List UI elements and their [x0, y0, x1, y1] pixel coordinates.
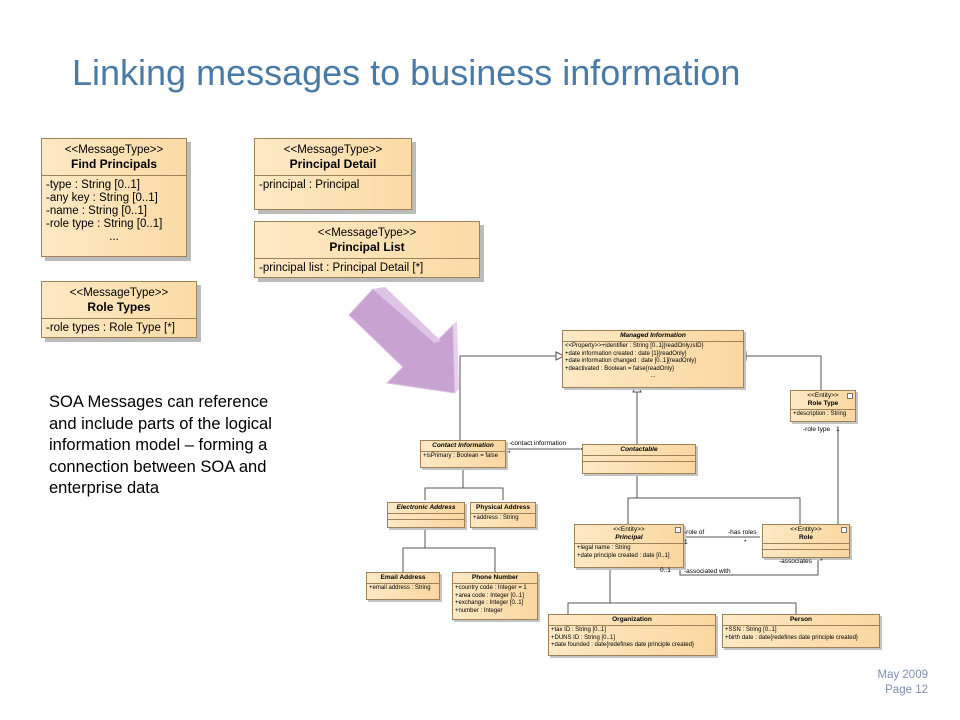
multiplicity-label: 1	[836, 426, 840, 433]
associated-with-label: -associated with	[684, 568, 731, 575]
more-ellipsis: ...	[109, 231, 119, 243]
stereotype: <<MessageType>>	[283, 144, 383, 156]
stereotype: <<Entity>>	[613, 526, 645, 533]
email-address-class: Email Address +email address : String	[366, 572, 440, 600]
electronic-address-class: Electronic Address	[387, 502, 465, 528]
class-name: Role	[798, 534, 814, 541]
role-type-assoc-label: -role type	[803, 426, 831, 433]
attribute: -role types : Role Type [*]	[46, 322, 175, 334]
attribute: +exchange : Integer [0..1]	[455, 600, 524, 606]
attribute: +email address : String	[369, 585, 431, 591]
role-type-class: <<Entity>> Role Type +description : Stri…	[790, 390, 856, 422]
class-name: Role Types	[87, 300, 151, 314]
attribute: +country code : Integer = 1	[455, 585, 527, 591]
class-name: Phone Number	[471, 574, 519, 581]
slide-title: Linking messages to business information	[72, 52, 741, 93]
multiplicity-label: *	[820, 558, 823, 565]
footer: May 2009 Page 12	[877, 668, 928, 698]
find-principals-class: <<MessageType>> Find Principals -type : …	[41, 138, 187, 257]
multiplicity-label: 0..1	[660, 567, 671, 574]
contact-information-assoc-label: -contact information	[509, 440, 567, 447]
more-ellipsis: ...	[650, 373, 656, 379]
organization-class: Organization +tax ID : String [0..1] +DU…	[548, 614, 716, 656]
attribute: +legal name : String	[577, 545, 631, 551]
stereotype: <<MessageType>>	[64, 144, 164, 156]
class-name: Managed Information	[620, 332, 686, 339]
attribute: -type : String [0..1]	[46, 179, 140, 191]
role-of-label: -role of	[684, 529, 705, 536]
attribute: +area code : Integer [0..1]	[455, 592, 524, 599]
class-name: Principal	[615, 534, 643, 541]
entity-icon	[841, 527, 847, 533]
contact-information-class: Contact Information +isPrimary : Boolean…	[420, 440, 506, 468]
phone-number-class: Phone Number +country code : Integer = 1…	[452, 572, 538, 620]
attribute: +number : Integer	[455, 607, 503, 614]
class-name: Email Address	[380, 574, 426, 581]
managed-information-class: Managed Information <<Property>>+identif…	[562, 330, 744, 388]
attribute: +birth date : date{redefines date princi…	[725, 634, 858, 641]
contactable-class: Contactable	[582, 444, 696, 474]
stereotype: <<Entity>>	[807, 392, 839, 399]
multiplicity-label: 1	[684, 539, 688, 546]
stereotype: <<MessageType>>	[317, 227, 417, 239]
class-name: Contactable	[620, 446, 658, 453]
class-name: Person	[789, 616, 813, 623]
attribute: -role type : String [0..1]	[46, 218, 163, 230]
stereotype: <<MessageType>>	[69, 287, 169, 299]
attribute: +date information created : date [1]{rea…	[565, 350, 687, 357]
class-name: Physical Address	[476, 504, 530, 511]
description-text: SOA Messages can reference and include p…	[49, 393, 272, 497]
class-name: Organization	[612, 616, 652, 623]
person-class: Person +SSN : String [0..1] +birth date …	[722, 614, 880, 648]
role-class: <<Entity>> Role	[762, 524, 850, 558]
role-types-class: <<MessageType>> Role Types -role types :…	[41, 281, 197, 338]
attribute: +date founded : date{redefines date prin…	[551, 642, 694, 648]
attribute: +description : String	[793, 411, 847, 417]
associates-label: -associates	[779, 558, 812, 565]
attribute: +date principle created : date [0..1]	[577, 552, 670, 559]
stereotype: <<Entity>>	[790, 526, 822, 533]
principal-class: <<Entity>> Principal +legal name : Strin…	[574, 524, 684, 568]
principal-list-class: <<MessageType>> Principal List -principa…	[254, 221, 480, 278]
has-roles-label: -has roles	[728, 529, 757, 536]
entity-icon	[847, 393, 853, 399]
attribute: -principal list : Principal Detail [*]	[259, 262, 424, 274]
attribute: -name : String [0..1]	[46, 205, 147, 217]
attribute: +DUNS ID : String [0..1]	[551, 634, 615, 641]
footer-date: May 2009	[877, 669, 928, 681]
principal-detail-class: <<MessageType>> Principal Detail -princi…	[254, 138, 412, 210]
class-name: Principal Detail	[289, 157, 377, 171]
entity-icon	[675, 527, 681, 533]
attribute: <<Property>>+identifier : String [0..1]{…	[565, 343, 704, 349]
physical-address-class: Physical Address +address : String	[470, 502, 536, 528]
class-name: Find Principals	[70, 157, 157, 171]
multiplicity-label: *	[744, 539, 747, 546]
attribute: -any key : String [0..1]	[46, 192, 158, 204]
class-name: Electronic Address	[396, 504, 456, 511]
attribute: +address : String	[473, 515, 519, 521]
class-name: Principal List	[329, 240, 405, 254]
attribute: +isPrimary : Boolean = false	[423, 453, 499, 459]
attribute: -principal : Principal	[259, 179, 360, 191]
page-number: Page 12	[885, 684, 928, 696]
attribute: +deactivated : Boolean = false{readOnly}	[565, 365, 675, 372]
attribute: +date information changed : date [0..1]{…	[565, 358, 697, 364]
class-name: Role Type	[807, 400, 839, 407]
class-name: Contact Information	[432, 442, 494, 449]
arrow-down-right-icon	[348, 287, 459, 394]
multiplicity-label: *	[508, 450, 511, 457]
attribute: +SSN : String [0..1]	[725, 627, 777, 633]
attribute: +tax ID : String [0..1]	[551, 627, 606, 633]
